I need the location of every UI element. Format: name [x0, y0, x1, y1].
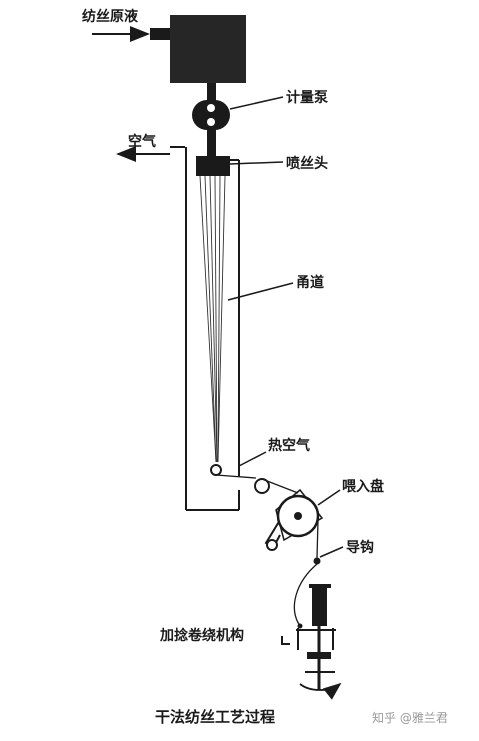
figure-caption: 干法纺丝工艺过程 — [155, 708, 275, 726]
metering-pump-leader — [229, 96, 284, 110]
label-hot-air: 热空气 — [268, 437, 310, 454]
feed-roller-small-wheel — [266, 539, 278, 551]
rotation-arrow — [299, 682, 342, 700]
label-metering-pump: 计量泵 — [286, 89, 328, 106]
yarn-balloon — [293, 563, 318, 627]
feed-roller-leader — [317, 489, 341, 506]
yarn-path-3 — [316, 519, 319, 559]
spinneret-leader — [229, 161, 284, 165]
spindle-whorl — [307, 652, 331, 659]
yarn-path-2 — [261, 478, 299, 494]
label-guide-hook: 导钩 — [346, 539, 374, 556]
pump-spinneret-pipe — [207, 130, 216, 156]
traveller — [297, 623, 303, 629]
shaft-leader — [227, 282, 294, 301]
spinneret — [196, 156, 230, 176]
filament-bundle — [199, 175, 226, 463]
label-spinning-dope: 纺丝原液 — [82, 8, 139, 25]
guide-hook — [313, 557, 321, 565]
hot-air-leader — [238, 451, 267, 467]
feed-roller-hub — [294, 512, 302, 520]
dope-tank — [170, 15, 246, 83]
yarn-path-1 — [215, 474, 257, 479]
label-air-out: 空气 — [128, 133, 156, 150]
metering-pump-body — [192, 100, 230, 130]
guide-hook-leader — [319, 546, 344, 558]
metering-pump-gear-top — [207, 104, 215, 112]
tank-pump-pipe — [207, 83, 216, 101]
twist-bracket — [281, 636, 290, 645]
shaft-guide-roller — [210, 464, 222, 476]
bobbin-top-flange — [309, 584, 331, 588]
label-twist-winding: 加捻卷绕机构 — [159, 627, 244, 644]
watermark: 知乎 @雅兰君 — [372, 710, 448, 725]
bobbin — [312, 588, 327, 626]
label-spinneret: 喷丝头 — [286, 155, 328, 172]
label-shaft: 甬道 — [296, 274, 324, 291]
dope-inlet-pipe — [150, 28, 172, 40]
label-feed-roller: 喂入盘 — [342, 478, 384, 495]
metering-pump-gear-bottom — [207, 118, 215, 126]
